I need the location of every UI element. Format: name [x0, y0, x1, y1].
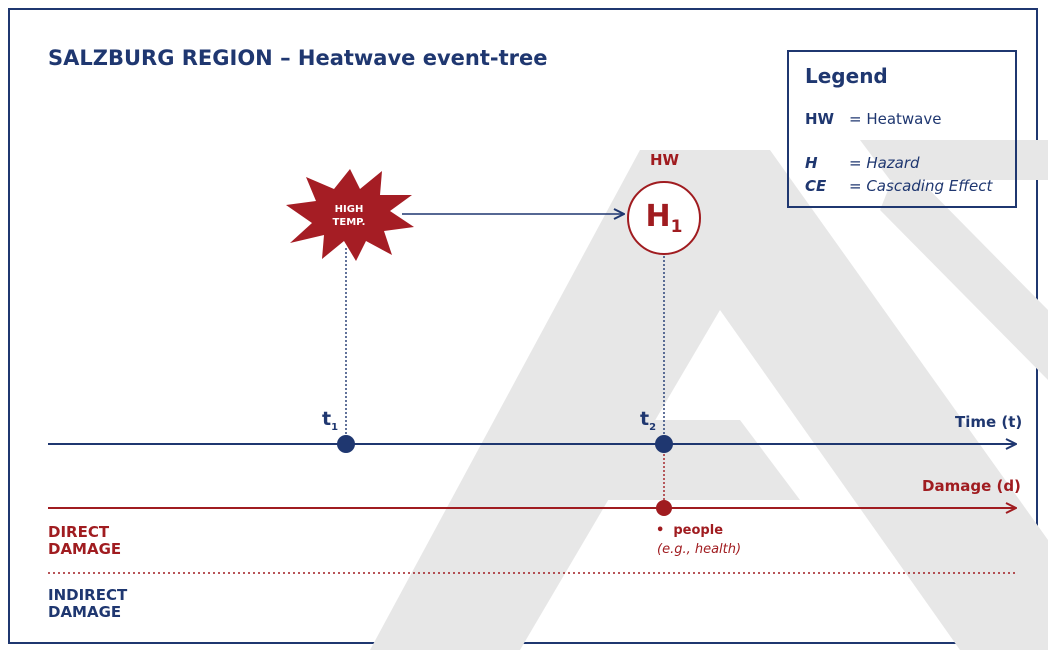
- direct-damage-label: DIRECT DAMAGE: [48, 524, 121, 558]
- direct-damage-line2: DAMAGE: [48, 540, 122, 558]
- legend-value-hw: = Heatwave: [849, 110, 942, 128]
- legend-row-ce: CE = Cascading Effect: [805, 177, 992, 195]
- trigger-label: HIGH TEMP.: [314, 203, 384, 229]
- t1-label: t1: [322, 408, 338, 433]
- t2-label: t2: [640, 408, 656, 433]
- legend-value-ce: = Cascading Effect: [849, 177, 993, 195]
- trigger-label-line1: HIGH: [334, 204, 364, 215]
- legend-key-hw: HW: [805, 110, 835, 128]
- trigger-label-line2: TEMP.: [332, 217, 366, 228]
- t1-symbol: t: [322, 408, 332, 430]
- hazard-subscript: 1: [670, 217, 683, 237]
- legend-title: Legend: [805, 64, 888, 88]
- legend-box: Legend HW = Heatwave H = Hazard CE = Cascad…: [787, 50, 1017, 208]
- time-axis-label: Time (t): [955, 413, 1023, 431]
- hazard-symbol: H: [645, 199, 671, 234]
- legend-key-h: H: [805, 154, 818, 172]
- hazard-node: H1: [627, 181, 701, 255]
- legend-row-hw: HW = Heatwave: [805, 110, 941, 128]
- t1-point: [337, 435, 355, 453]
- t1-subscript: 1: [331, 421, 339, 433]
- damage-item-title: people: [673, 523, 724, 538]
- indirect-damage-line2: DAMAGE: [48, 603, 122, 621]
- legend-row-h: H = Hazard: [805, 154, 920, 172]
- indirect-damage-label: INDIRECT DAMAGE: [48, 587, 127, 621]
- direct-damage-line1: DIRECT: [48, 523, 110, 541]
- indirect-damage-line1: INDIRECT: [48, 586, 128, 604]
- damage-point: [656, 500, 672, 516]
- page-title: SALZBURG REGION – Heatwave event-tree: [48, 46, 548, 70]
- damage-item-people: • people: [656, 523, 723, 538]
- t2-subscript: 2: [649, 421, 657, 433]
- damage-axis-label: Damage (d): [922, 477, 1021, 495]
- hazard-group-label: HW: [650, 151, 680, 169]
- legend-value-h: = Hazard: [849, 154, 920, 172]
- damage-item-bullet: •: [656, 523, 665, 538]
- high-temp-burst-icon: [286, 169, 414, 261]
- legend-key-ce: CE: [805, 177, 827, 195]
- damage-item-detail: (e.g., health): [657, 542, 742, 557]
- t2-symbol: t: [640, 408, 650, 430]
- t2-point: [655, 435, 673, 453]
